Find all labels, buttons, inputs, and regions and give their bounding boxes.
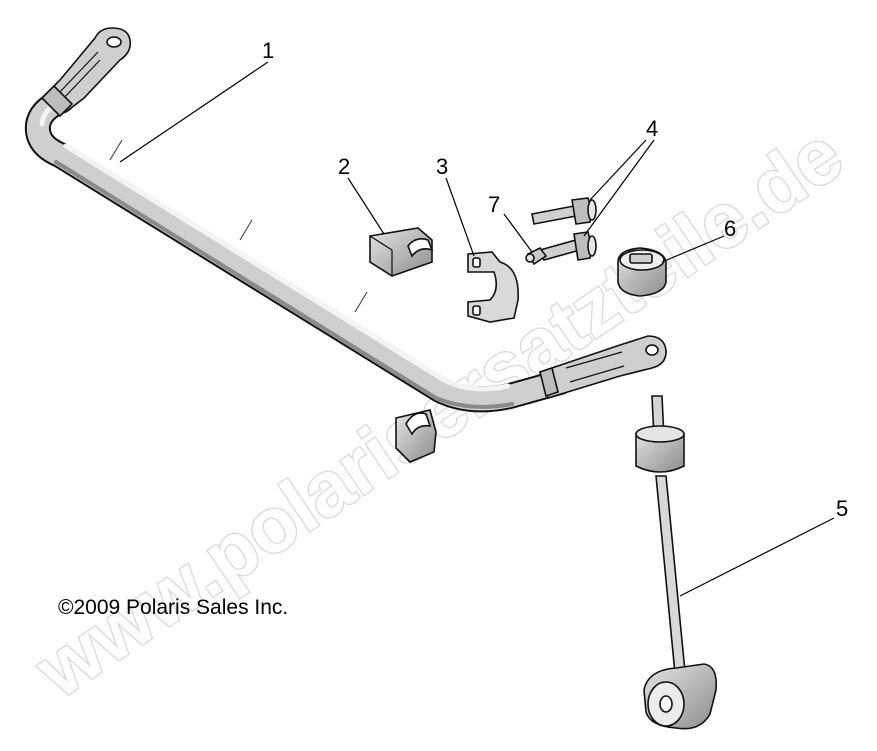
bushing-lower [395,409,437,463]
leader-4b [583,139,655,237]
callout-2: 2 [338,154,350,179]
bolt-upper [531,197,597,225]
callout-numbers: 1 2 3 4 5 6 7 [262,38,848,521]
stabilizer-bar [24,27,667,413]
copyright-notice: ©2009 Polaris Sales Inc. [58,596,288,619]
callout-1: 1 [262,38,274,63]
leader-6 [661,235,725,263]
leader-3 [445,177,475,257]
grease-fitting [525,246,548,266]
bushing-cup [617,247,667,297]
leader-7 [503,213,533,253]
bushing-upper [369,227,434,277]
leader-5 [679,517,835,597]
bolt-lower [538,231,597,261]
leader-4a [589,139,647,201]
bar-end-right [539,335,667,399]
clamp-bracket [467,251,519,323]
leader-2 [347,177,385,235]
leader-lines [119,61,835,597]
callout-7: 7 [488,192,500,217]
callout-5: 5 [836,496,848,521]
callout-3: 3 [436,154,448,179]
link-rod [635,395,718,730]
leader-1 [119,61,269,163]
callout-6: 6 [724,216,736,241]
callout-4: 4 [646,116,658,141]
bar-end-top [40,27,132,118]
